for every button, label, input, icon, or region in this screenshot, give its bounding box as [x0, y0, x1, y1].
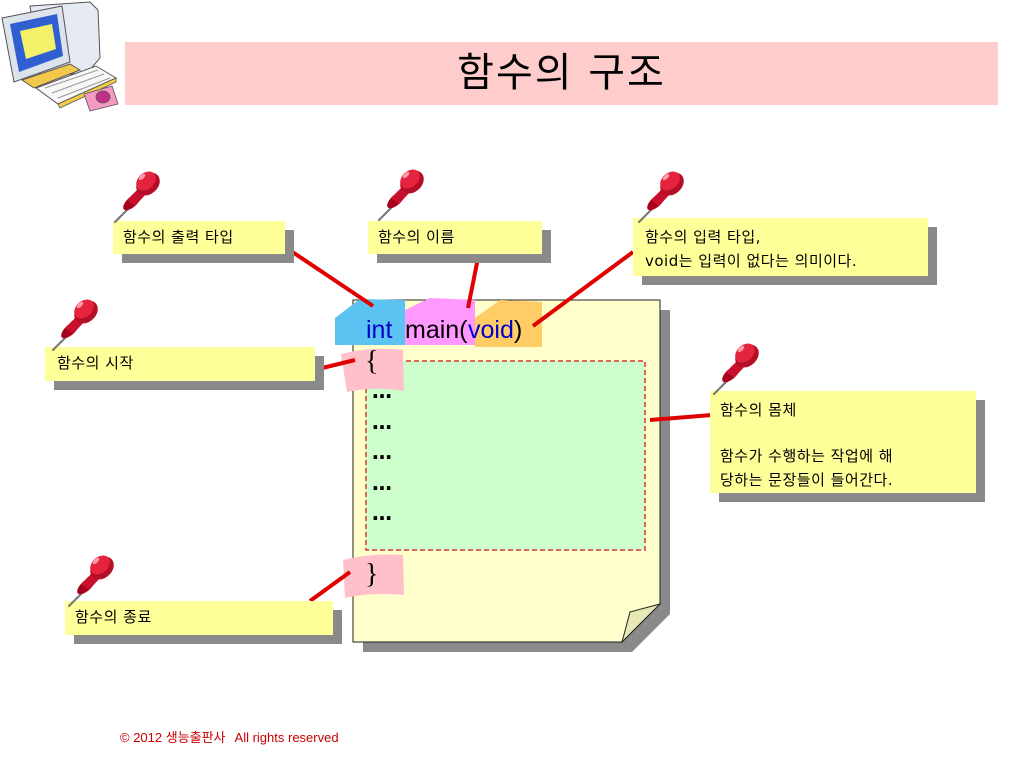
function-name-tag — [405, 298, 475, 345]
pushpin-icon — [376, 166, 426, 222]
code-close-paren: ) — [514, 316, 523, 344]
code-body-line: … — [372, 470, 392, 495]
callout-text: 함수의 입력 타입, — [645, 228, 761, 246]
callout-input-type: 함수의 입력 타입, void는 입력이 없다는 의미이다. — [633, 218, 928, 276]
code-open-brace: { — [365, 346, 379, 377]
connector-line-start — [313, 358, 356, 372]
keyboard-keys — [51, 73, 105, 94]
callout-function-body: 함수의 몸체 함수가 수행하는 작업에 해 당하는 문장들이 들어간다. — [710, 391, 976, 493]
connector-line-function-name — [466, 257, 480, 309]
pushpin-shape — [53, 296, 100, 350]
code-body-lines: … … … … … — [372, 376, 392, 529]
pushpin-icon — [66, 552, 116, 608]
pushpin-shape — [69, 552, 116, 606]
code-function-name: main( — [405, 316, 468, 344]
function-body-area — [365, 360, 646, 551]
footer: © 2012 생능출판사 All rights reserved — [120, 729, 339, 747]
callout-text: 함수의 종료 — [75, 608, 152, 626]
pushpin-shape — [639, 168, 686, 222]
connector-line-end — [308, 570, 352, 603]
close-brace-tag — [343, 554, 404, 598]
parameter-tag — [475, 300, 542, 347]
page-title: 함수의 구조 — [457, 50, 666, 96]
pushpin-icon — [636, 168, 686, 224]
title-bar: 함수의 구조 — [125, 42, 998, 105]
connector-line-input-type — [531, 250, 635, 328]
screen-window — [20, 24, 56, 59]
code-body-line: … — [372, 409, 392, 434]
pushpin-shape — [115, 168, 162, 222]
code-note-fold — [621, 603, 662, 644]
computer-icon — [1, 1, 119, 112]
return-type-tag — [335, 299, 405, 345]
open-brace-tag — [341, 348, 404, 392]
code-body-line: … — [372, 379, 392, 403]
callout-start: 함수의 시작 — [45, 347, 315, 381]
callout-text: 당하는 문장들이 들어간다. — [720, 471, 894, 489]
code-body-line: … — [372, 501, 392, 525]
code-parameter: void — [468, 316, 514, 344]
callout-heading: 함수의 몸체 — [720, 401, 797, 419]
callout-text: 함수의 이름 — [378, 228, 455, 246]
callout-return-type: 함수의 출력 타입 — [113, 221, 285, 254]
code-close-brace: } — [365, 559, 379, 590]
rights-text: All rights reserved — [234, 730, 339, 745]
code-body-line: … — [372, 440, 392, 464]
pushpin-shape — [714, 340, 761, 394]
keyboard-keys — [44, 69, 99, 89]
monitor-stand — [20, 63, 82, 89]
pushpin-icon — [50, 296, 100, 352]
pushpin-icon — [112, 168, 162, 224]
callout-text: 함수의 출력 타입 — [123, 228, 234, 246]
pushpin-icon — [711, 340, 761, 396]
code-return-type: int — [366, 316, 393, 344]
connector-line-body — [649, 413, 713, 422]
callout-spacer — [720, 422, 976, 444]
mouse — [95, 90, 111, 104]
callout-text: 함수가 수행하는 작업에 해 — [720, 447, 894, 465]
connector-line-return-type — [286, 247, 375, 308]
callout-text: void는 입력이 없다는 의미이다. — [645, 252, 858, 270]
callout-end: 함수의 종료 — [65, 601, 333, 635]
callout-function-name: 함수의 이름 — [368, 221, 542, 254]
copyright-text: © 2012 생능출판사 — [120, 730, 226, 745]
keyboard-keys — [57, 77, 111, 99]
pushpin-shape — [379, 166, 426, 220]
callout-text: 함수의 시작 — [57, 354, 134, 372]
